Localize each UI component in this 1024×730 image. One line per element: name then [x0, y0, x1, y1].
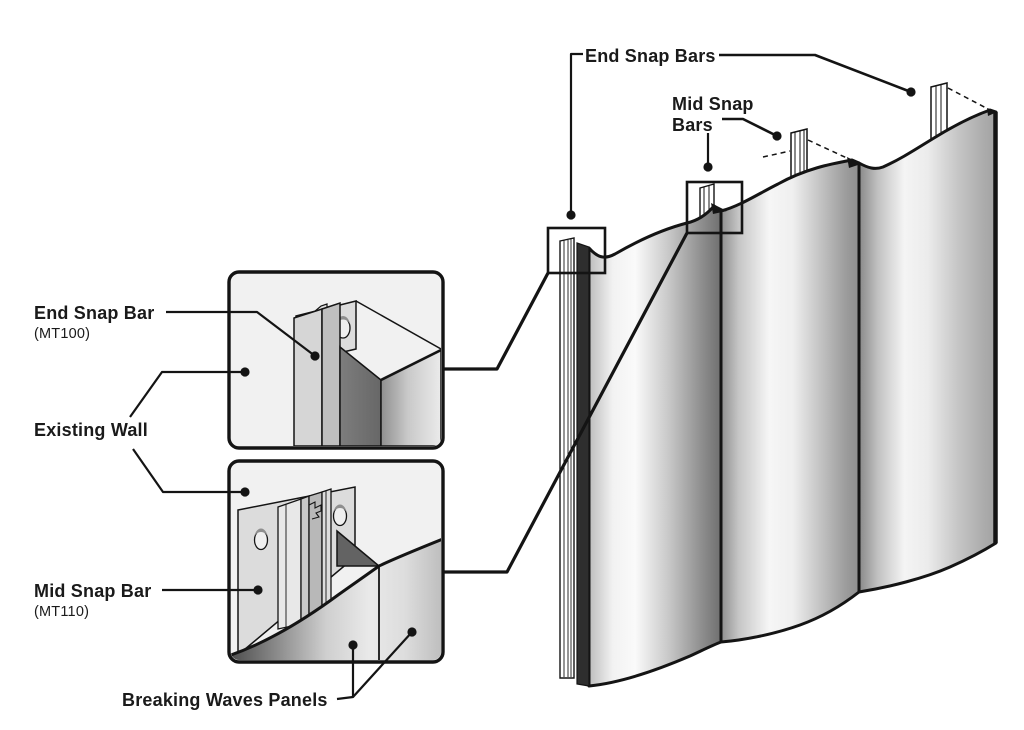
- breaking-waves-panel-top-edge: [231, 537, 441, 657]
- end-snap-bar-profile-front: [293, 307, 323, 446]
- leader-existing-wall-lower: [132, 448, 250, 497]
- leader-dot: [253, 585, 263, 595]
- end-snap-bar-callout-frame: [546, 226, 607, 275]
- wave-panel-1: [587, 204, 723, 688]
- leader-mid-snap-bars-down: [703, 133, 713, 172]
- leader-dot: [703, 162, 713, 172]
- leader-dot: [240, 367, 250, 377]
- leader-end-snap-bar-label: [166, 310, 320, 361]
- label-mid-snap-bar-part: (MT110): [34, 604, 89, 620]
- wave-panel-3: [857, 108, 998, 594]
- panel-edge-dark: [336, 529, 382, 567]
- mid-snap-bar-callout-frame: [685, 180, 744, 235]
- label-breaking-waves-panels: Breaking Waves Panels: [122, 690, 328, 710]
- label-mid-snap-bars-line2: Bars: [672, 115, 713, 135]
- end-snap-bar-profile-side: [321, 301, 341, 446]
- leader-mid-snap-bar-label: [162, 585, 263, 595]
- end-snap-bar-detail-box: [227, 270, 445, 450]
- label-existing-wall: Existing Wall: [34, 420, 148, 440]
- leader-dot: [772, 131, 782, 141]
- panel-top-edge: [380, 348, 441, 382]
- leader-breaking-waves-panels: [336, 627, 417, 701]
- label-end-snap-bar: End Snap Bar: [34, 303, 154, 323]
- label-end-snap-bar-part: (MT100): [34, 326, 90, 342]
- panel-back-top-edge: [355, 300, 441, 350]
- leader-existing-wall-upper: [129, 367, 250, 418]
- mounting-hole-right-shadow: [333, 504, 347, 514]
- mid-snap-bar-detail-box: [227, 459, 445, 664]
- leader-dot: [566, 210, 576, 220]
- hidden-edge-dash-3: [947, 87, 991, 111]
- label-mid-snap-bars-line1: Mid Snap: [672, 94, 754, 114]
- label-end-snap-bars: End Snap Bars: [585, 46, 716, 66]
- panel-joint-notch-2: [847, 157, 861, 168]
- mid-snap-bar-profile: [277, 488, 332, 630]
- detail-connector-line-1: [443, 272, 550, 371]
- panel-joint-notch-1: [711, 203, 727, 214]
- hidden-edge-dash-2: [807, 139, 850, 160]
- leader-dot: [310, 351, 320, 361]
- leader-dot: [906, 87, 916, 97]
- leader-end-snap-bars-right: [719, 53, 916, 97]
- leader-end-snap-bars-left: [566, 52, 583, 220]
- mounting-hole-left-shadow: [254, 528, 268, 538]
- leader-dot: [407, 627, 417, 637]
- label-mid-snap-bar: Mid Snap Bar: [34, 581, 151, 601]
- leader-mid-snap-bars-right: [722, 117, 782, 141]
- leader-dot: [240, 487, 250, 497]
- wall-left-edge: [576, 242, 590, 687]
- detail-connector-line-2: [443, 232, 689, 574]
- panel-edge-dark: [339, 345, 382, 446]
- hidden-edge-dash-1: [762, 150, 791, 158]
- leader-dot: [348, 640, 358, 650]
